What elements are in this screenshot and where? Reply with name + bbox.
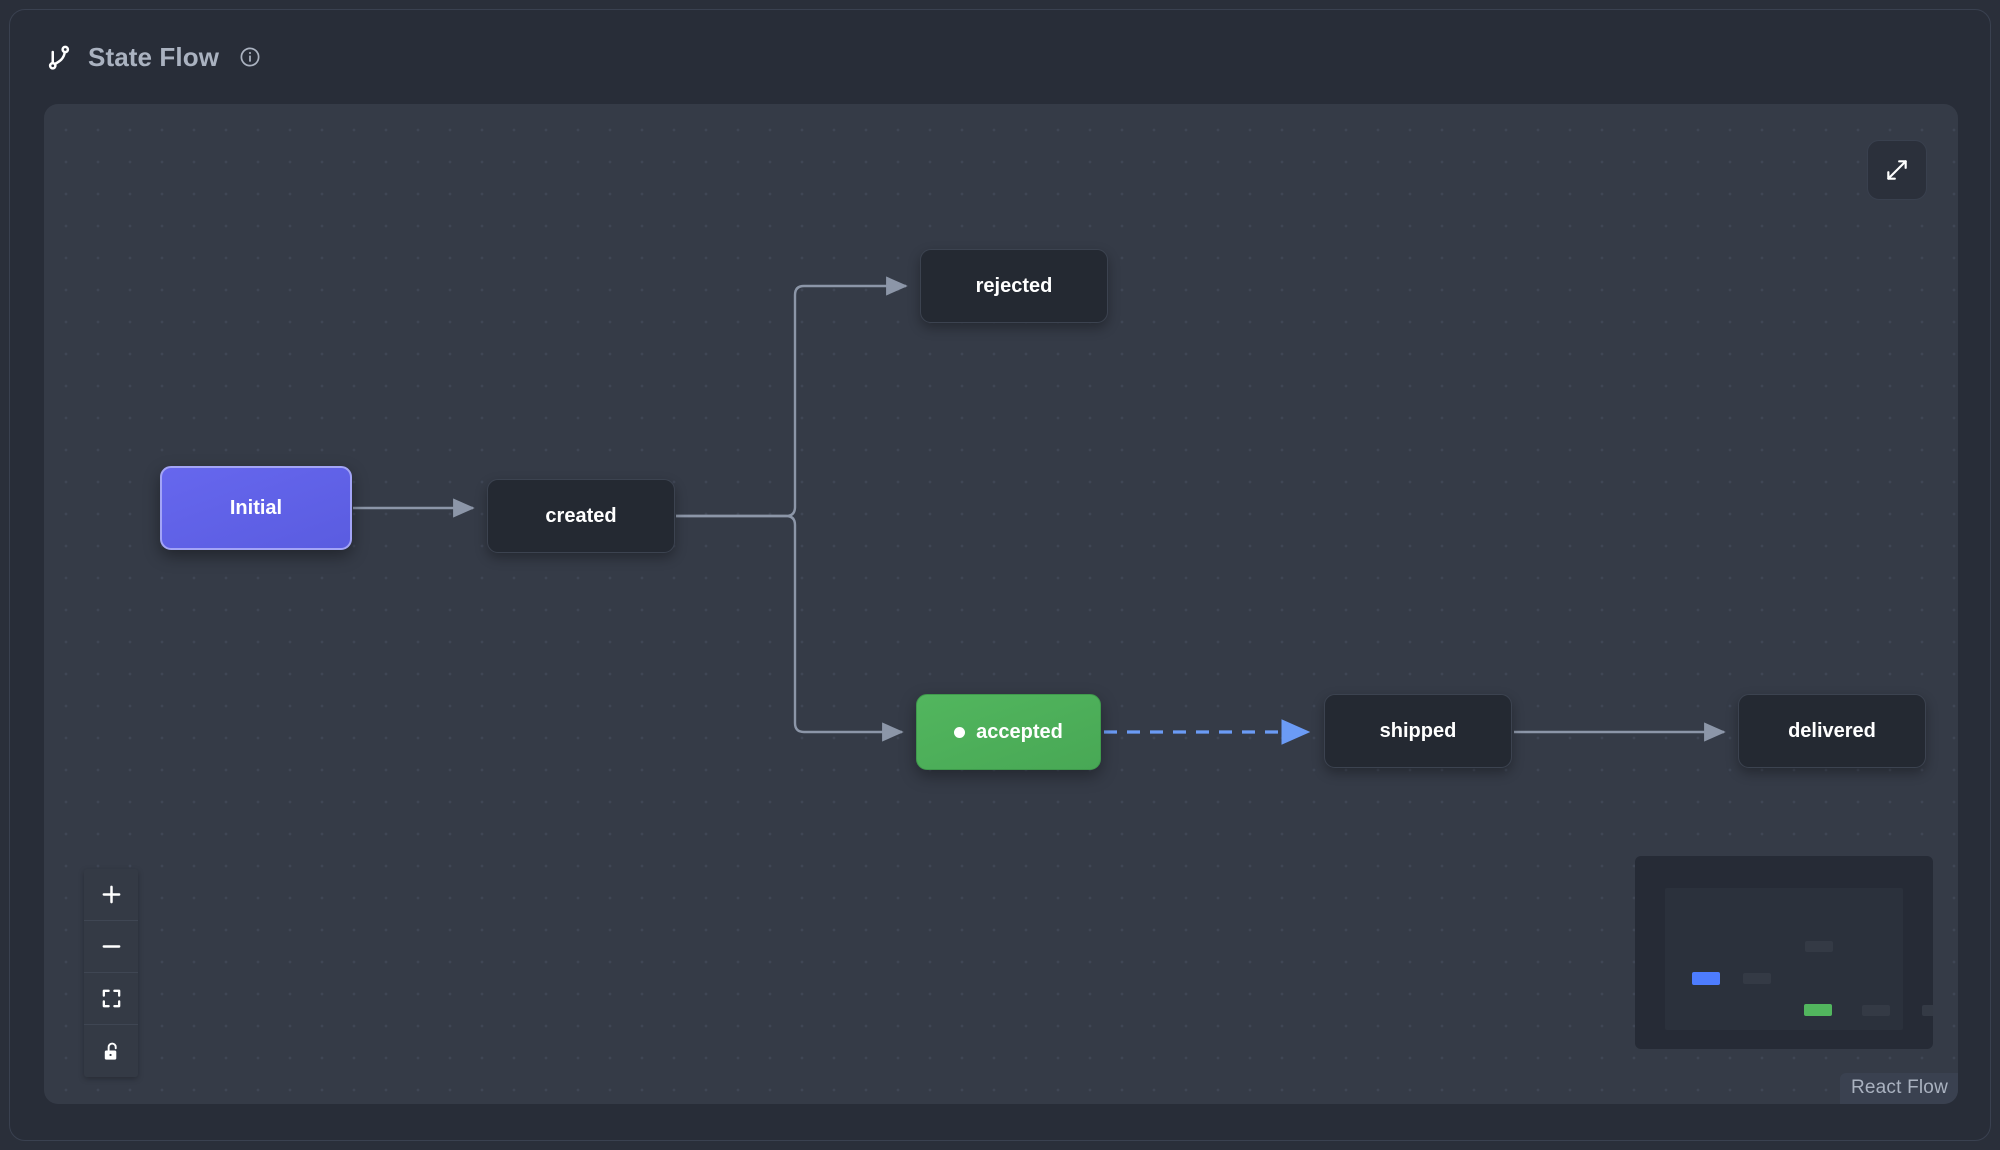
flow-node-label: shipped [1379,719,1457,742]
minimap-node-accepted [1804,1004,1832,1016]
flow-node-created[interactable]: created [487,479,675,553]
flow-node-shipped[interactable]: shipped [1324,694,1512,768]
flow-node-label: Initial [229,496,283,519]
zoom-in-button[interactable] [84,869,138,921]
flow-node-label: delivered [1788,719,1876,742]
info-circle-icon[interactable] [239,46,261,68]
minimap-node-created [1743,973,1771,984]
minimap-node-delivered [1922,1005,1933,1016]
flow-node-label: rejected [975,274,1053,297]
flow-minimap[interactable] [1635,856,1933,1049]
flow-controls [84,869,138,1077]
active-state-dot-icon [954,726,966,738]
flow-node-label: created [545,504,617,527]
edge-created-rejected [676,276,908,518]
edge-created-accepted [676,514,904,742]
lock-toggle-button[interactable] [84,1025,138,1077]
expand-button[interactable] [1867,140,1927,200]
fit-view-icon [102,989,120,1008]
state-flow-panel: State Flow [9,9,1991,1141]
flow-node-label: accepted [976,720,1063,743]
minus-icon [102,945,120,948]
panel-header: State Flow [10,10,1990,104]
minimap-node-initial [1692,972,1720,985]
flow-canvas[interactable]: Initial created rejected accepted shippe… [44,104,1958,1104]
page-title: State Flow [88,41,220,72]
fit-view-button[interactable] [84,973,138,1025]
plus-icon [102,885,120,904]
unlock-icon [104,1042,117,1060]
git-branch-icon [48,45,70,70]
flow-node-initial[interactable]: Initial [160,466,352,550]
zoom-out-button[interactable] [84,921,138,973]
expand-icon [1887,160,1907,180]
react-flow-attribution[interactable]: React Flow [1839,1073,1958,1104]
flow-node-delivered[interactable]: delivered [1738,694,1926,768]
minimap-node-shipped [1862,1005,1890,1016]
flow-node-rejected[interactable]: rejected [920,249,1108,323]
flow-node-accepted[interactable]: accepted [916,694,1101,770]
minimap-node-rejected [1805,941,1833,952]
